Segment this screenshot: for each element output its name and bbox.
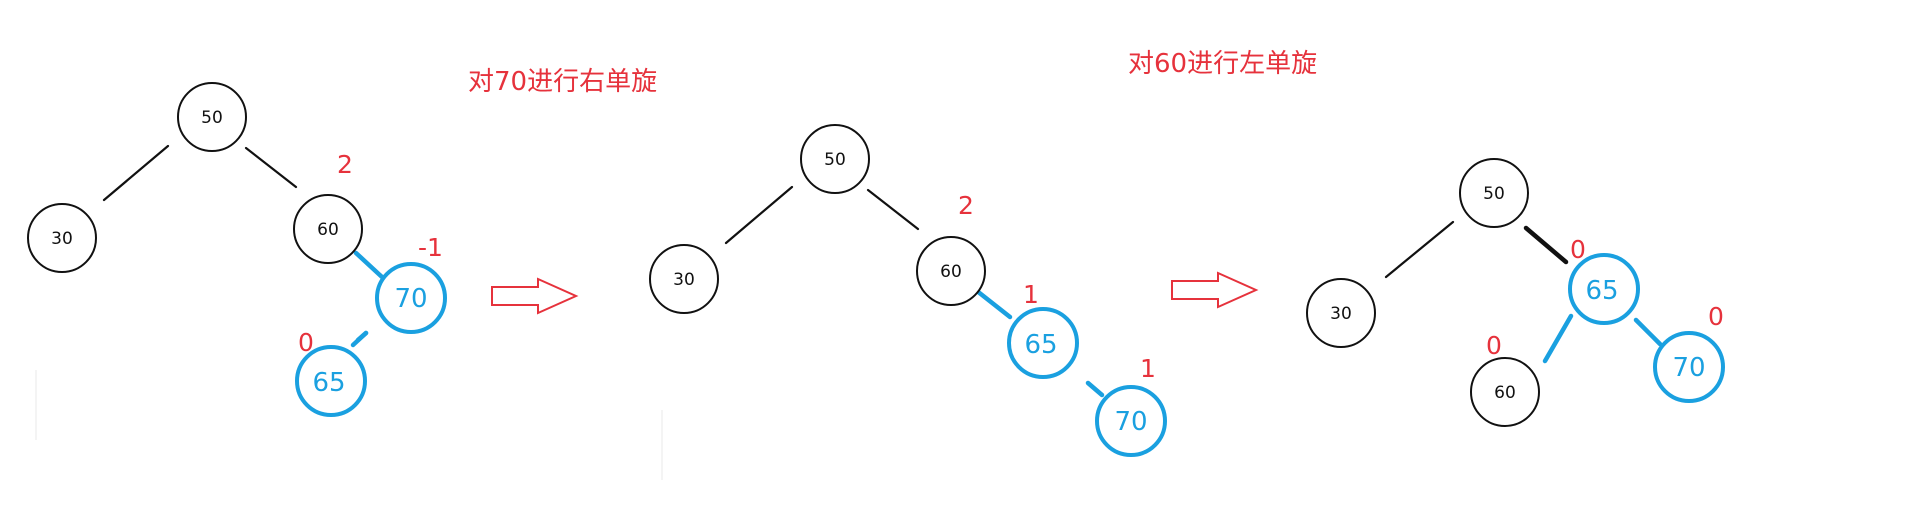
node-70-highlighted: 70 (1095, 385, 1167, 457)
edge-50-65 (1523, 225, 1569, 265)
svg-text:30: 30 (1330, 304, 1352, 324)
balance-factor-60: 2 (958, 191, 974, 220)
node-50: 50 (1459, 158, 1529, 228)
node-70-highlighted: 70 (1653, 331, 1725, 403)
svg-text:65: 65 (1024, 330, 1057, 360)
node-65-highlighted: 65 (295, 345, 367, 417)
edge-65-70 (1633, 317, 1663, 347)
caption-left-rotation: 对60进行左单旋 (1128, 49, 1317, 79)
edge-50-30 (724, 185, 794, 245)
svg-text:65: 65 (312, 368, 345, 398)
svg-text:60: 60 (940, 262, 962, 282)
arrow-right-1 (491, 277, 579, 315)
edge-50-30 (102, 144, 170, 202)
edge-70-65-b (350, 330, 369, 348)
svg-text:70: 70 (1672, 353, 1705, 383)
svg-text:70: 70 (394, 284, 427, 314)
balance-factor-60: 2 (337, 150, 353, 179)
node-65-highlighted: 65 (1568, 253, 1640, 325)
balance-factor-70: 1 (1140, 354, 1156, 383)
balance-factor-70: 0 (1708, 302, 1724, 331)
svg-text:70: 70 (1114, 407, 1147, 437)
svg-text:30: 30 (51, 229, 73, 249)
node-50: 50 (800, 124, 870, 194)
svg-text:50: 50 (824, 150, 846, 170)
tree-after-right-rotation: 50 30 60 65 70 2 1 1 (649, 124, 1167, 457)
svg-text:50: 50 (1483, 184, 1505, 204)
node-65-highlighted: 65 (1007, 307, 1079, 379)
balance-factor-65: 0 (1570, 235, 1586, 264)
node-70-highlighted: 70 (375, 262, 447, 334)
edge-65-70 (1085, 380, 1105, 398)
node-30: 30 (649, 244, 719, 314)
svg-text:60: 60 (317, 220, 339, 240)
tree-before: 50 30 60 70 65 2 -1 0 (27, 82, 447, 417)
node-60: 60 (293, 194, 363, 264)
node-60: 60 (1470, 357, 1540, 427)
tree-after-left-rotation: 50 30 65 60 70 0 0 0 (1306, 158, 1725, 427)
edge-60-65 (974, 288, 1013, 320)
svg-text:50: 50 (201, 108, 223, 128)
edge-50-60 (866, 188, 920, 231)
balance-factor-65: 1 (1023, 280, 1039, 309)
edge-60-70 (353, 250, 385, 280)
balance-factor-60: 0 (1486, 331, 1502, 360)
node-30: 30 (1306, 278, 1376, 348)
node-50: 50 (177, 82, 247, 152)
edge-65-60 (1542, 313, 1574, 364)
caption-right-rotation: 对70进行右单旋 (468, 67, 657, 97)
node-60: 60 (916, 236, 986, 306)
edge-50-60 (244, 146, 298, 189)
edge-50-30 (1384, 220, 1455, 279)
arrow-right-2 (1171, 271, 1259, 309)
balance-factor-65: 0 (298, 328, 314, 357)
svg-text:30: 30 (673, 270, 695, 290)
svg-text:60: 60 (1494, 383, 1516, 403)
node-30: 30 (27, 203, 97, 273)
balance-factor-70: -1 (418, 233, 443, 262)
svg-text:65: 65 (1585, 276, 1618, 306)
